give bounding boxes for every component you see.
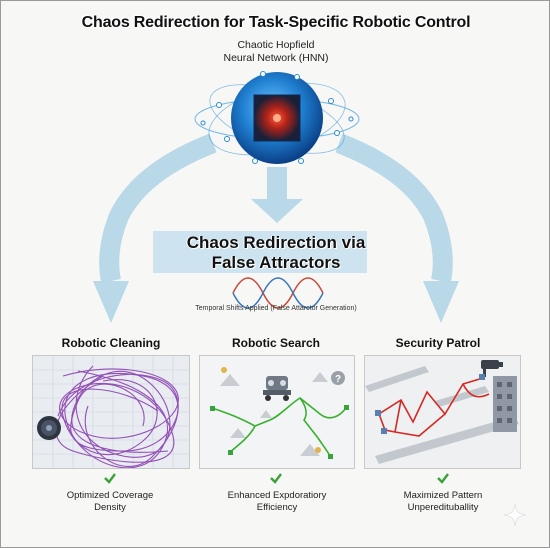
left-arrowhead [93,281,129,323]
outcome-cleaning-line2: Density [94,502,126,513]
redirection-line1: Chaos Redirection via [186,233,366,252]
search-path [211,397,347,457]
task-title-search: Robotic Search [231,336,321,350]
outcome-patrol-line2: Unperedituballity [407,502,479,513]
redirection-label: Chaos Redirection via False Attractors [153,233,399,273]
panel-cleaning [32,355,190,469]
left-arc-arrow [99,133,217,283]
rover-robot-icon [263,376,291,401]
outcome-search-line2: Efficiency [256,502,298,513]
security-camera-icon [481,360,503,377]
panel-patrol [364,355,521,469]
patrol-path [378,377,490,437]
robot-vacuum-icon [37,416,61,440]
redirection-box [153,231,367,273]
cleaning-path [55,365,179,468]
right-arrowhead [423,281,459,323]
cleaning-scene [33,356,189,468]
outcome-search: Enhanced Expdoratiory Efficiency [192,490,362,514]
hnn-label: Chaotic Hopfield Neural Network (HNN) [176,39,376,65]
task-title-patrol: Security Patrol [395,336,481,350]
sparkle-icon [503,503,527,527]
check-icon [104,473,116,484]
sine-wave-icon [232,277,324,309]
check-icon [437,473,449,484]
diagram-title: Chaos Redirection for Task-Specific Robo… [81,14,471,31]
redirection-line2: False Attractors [211,253,341,272]
outcome-patrol: Maximized Pattern Unperedituballity [358,490,528,514]
hnn-label-line2: Neural Network (HNN) [223,52,329,64]
patrol-scene [365,360,519,464]
center-arrow-shaft [267,167,287,199]
outcome-search-line1: Enhanced Expdoratiory [227,490,327,501]
building [493,376,517,432]
panel-search: ? [199,355,355,469]
hnn-label-line1: Chaotic Hopfield [237,39,315,51]
check-icon [270,473,282,484]
center-arrowhead [251,199,303,223]
task-title-cleaning: Robotic Cleaning [61,336,161,350]
right-arc-arrow [335,133,453,283]
temporal-shift-label: Temporal Shifts Applied (False Attarctor… [195,305,357,312]
outcome-cleaning-line1: Optimized Coverage [66,490,154,501]
neural-sphere-icon [194,71,360,164]
svg-text:?: ? [335,374,341,385]
outcome-cleaning: Optimized Coverage Density [25,490,195,514]
search-scene: ? [210,367,349,459]
outcome-patrol-line1: Maximized Pattern [403,490,483,501]
